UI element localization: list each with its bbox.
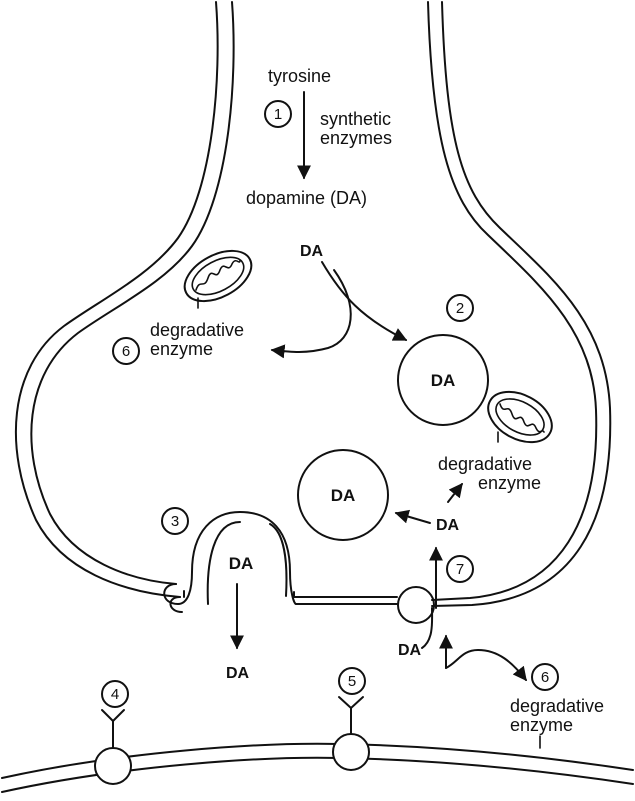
- reuptake-transporter: [397, 586, 435, 624]
- vesicle-middle: [297, 449, 389, 541]
- receptor-4-body: [94, 747, 132, 785]
- terminal-outer-membrane: [15, 1, 598, 601]
- step-6-number-right: 6: [541, 669, 549, 686]
- released-vesicle-da: DA: [229, 554, 254, 573]
- dopamine-label: dopamine (DA): [246, 188, 367, 208]
- step-4-number: 4: [111, 686, 119, 703]
- reuptake-da-label: DA: [436, 517, 460, 534]
- receptor-5-body: [332, 733, 370, 771]
- synthetic-label: synthetic: [320, 109, 391, 129]
- vesicle-right-da: DA: [431, 371, 456, 390]
- degradative-label-right: degradative: [438, 454, 532, 474]
- step-4-badge: [101, 680, 129, 708]
- vesicle-right: [397, 334, 489, 426]
- degradative-label-bottom: degradative: [510, 696, 604, 716]
- step-3-badge: [161, 507, 189, 535]
- vesicle-middle-da: DA: [331, 486, 356, 505]
- enzymes-label: enzymes: [320, 128, 392, 148]
- exocytosis-pocket-outer: [169, 521, 288, 613]
- reuptake-to-vesicle-arrow: [394, 509, 431, 524]
- enzyme-label-right: enzyme: [478, 473, 541, 493]
- degradation-arrow-left: [270, 269, 352, 359]
- synaptic-degradation-arrow: [445, 649, 527, 682]
- step-2-badge: [446, 294, 474, 322]
- tyrosine-label: tyrosine: [268, 66, 331, 86]
- step-1-badge: [264, 100, 292, 128]
- released-da-label: DA: [226, 665, 250, 682]
- receptor-4-cup: [101, 709, 125, 722]
- step-3-number: 3: [171, 513, 179, 530]
- step-6-badge-right: [531, 663, 559, 691]
- mitochondrion-left: [183, 249, 253, 309]
- step-1-number: 1: [274, 106, 282, 123]
- step-6-badge-left: [112, 337, 140, 365]
- terminal-inner-membrane: [30, 1, 612, 607]
- receptor-5-cup: [338, 696, 364, 709]
- reuptake-to-enzyme-arrow: [447, 482, 463, 503]
- transporter-hook: [421, 607, 434, 649]
- step-2-number: 2: [456, 300, 464, 317]
- step-5-badge: [338, 667, 366, 695]
- step-5-number: 5: [348, 673, 356, 690]
- exocytosis-pocket: [163, 511, 297, 605]
- enzyme-label-left: enzyme: [150, 339, 213, 359]
- vesicle-uptake-arrow: [321, 261, 408, 341]
- step-7-badge: [446, 555, 474, 583]
- step-7-number: 7: [456, 561, 464, 578]
- step-6-number-left: 6: [122, 343, 130, 360]
- mitochondrion-right: [487, 390, 553, 444]
- enzyme-label-bottom: enzyme: [510, 715, 573, 735]
- degradative-label-left: degradative: [150, 320, 244, 340]
- synaptic-da-label-right: DA: [398, 642, 422, 659]
- cytosolic-da-label: DA: [300, 243, 324, 260]
